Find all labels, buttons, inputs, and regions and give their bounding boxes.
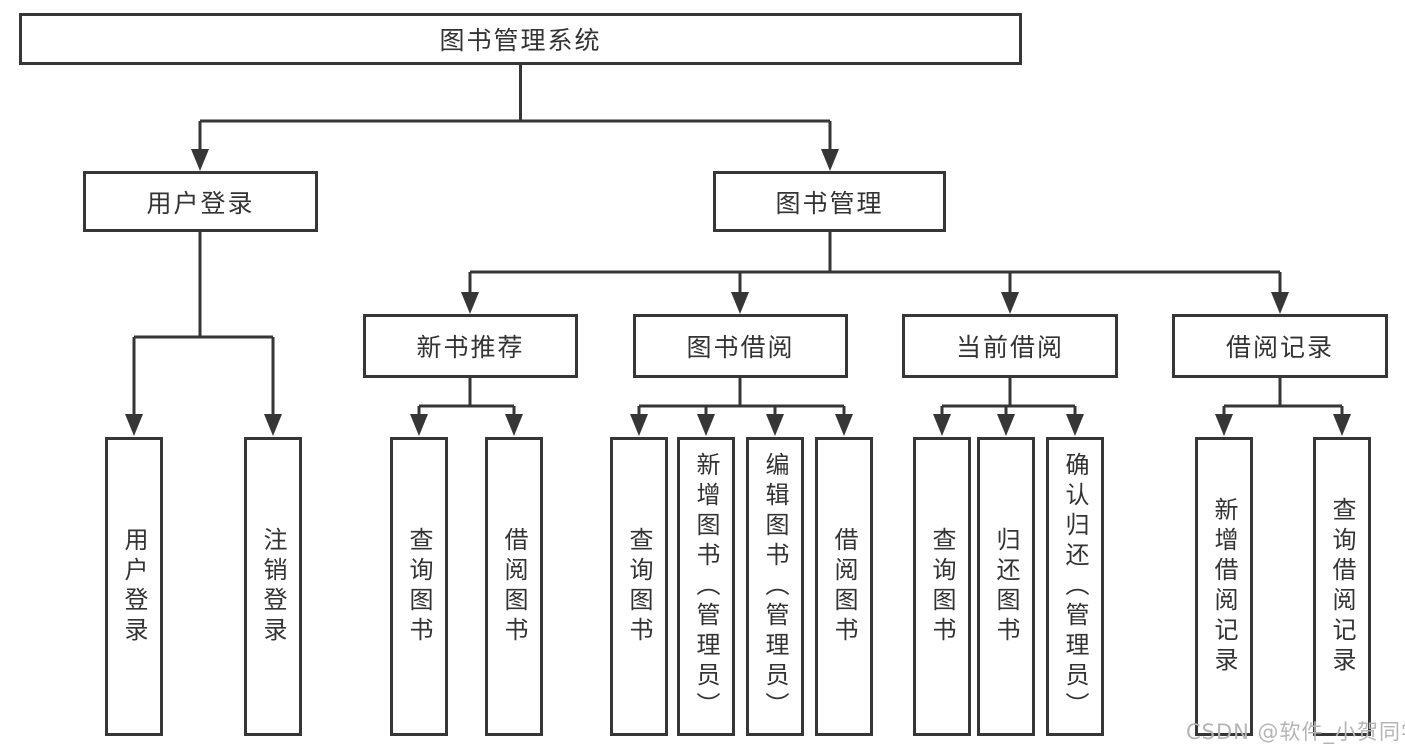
watermark: CSDN @软件_小贺同学 <box>1186 720 1405 744</box>
leaf-add-book-admin: 新增图书（管理员） <box>677 437 735 736</box>
node-new-book-recommend-label: 新书推荐 <box>416 333 525 362</box>
node-new-book-recommend: 新书推荐 <box>363 314 578 378</box>
leaf-query-books-current-label: 查询图书 <box>928 526 956 647</box>
leaf-edit-book-admin-label: 编辑图书（管理员） <box>761 451 789 722</box>
leaf-user-login-label: 用户登录 <box>120 526 148 647</box>
node-book-borrow: 图书借阅 <box>633 314 848 378</box>
leaf-edit-book-admin: 编辑图书（管理员） <box>746 437 804 736</box>
node-root: 图书管理系统 <box>19 13 1022 65</box>
leaf-return-books-label: 归还图书 <box>992 526 1020 647</box>
node-book-management-label: 图书管理 <box>775 188 884 218</box>
leaf-borrow-books: 借阅图书 <box>815 437 873 736</box>
leaf-query-books-recommend: 查询图书 <box>390 437 448 736</box>
leaf-add-borrow-record-label: 新增借阅记录 <box>1210 496 1238 677</box>
leaf-query-books-current: 查询图书 <box>913 437 971 736</box>
leaf-add-book-admin-label: 新增图书（管理员） <box>692 451 720 722</box>
node-current-borrow: 当前借阅 <box>902 314 1118 378</box>
leaf-logout-label: 注销登录 <box>259 526 287 647</box>
leaf-query-books-recommend-label: 查询图书 <box>405 526 433 647</box>
leaf-borrow-books-recommend: 借阅图书 <box>485 437 543 736</box>
node-book-borrow-label: 图书借阅 <box>686 333 795 362</box>
leaf-logout: 注销登录 <box>244 437 302 736</box>
leaf-user-login: 用户登录 <box>105 437 163 736</box>
node-user-login-label: 用户登录 <box>146 188 255 218</box>
leaf-return-books: 归还图书 <box>977 437 1035 736</box>
node-borrow-records: 借阅记录 <box>1172 314 1388 378</box>
node-book-management: 图书管理 <box>713 171 946 232</box>
leaf-query-books-borrow-label: 查询图书 <box>625 526 653 647</box>
node-borrow-records-label: 借阅记录 <box>1225 333 1334 362</box>
leaf-borrow-books-recommend-label: 借阅图书 <box>500 526 528 647</box>
leaf-add-borrow-record: 新增借阅记录 <box>1195 437 1253 736</box>
leaf-query-books-borrow: 查询图书 <box>610 437 668 736</box>
node-root-label: 图书管理系统 <box>439 26 602 55</box>
node-user-login: 用户登录 <box>83 171 318 232</box>
leaf-query-borrow-record: 查询借阅记录 <box>1313 437 1371 736</box>
leaf-confirm-return-admin-label: 确认归还（管理员） <box>1061 451 1089 722</box>
node-current-borrow-label: 当前借阅 <box>955 333 1064 362</box>
leaf-borrow-books-label: 借阅图书 <box>830 526 858 647</box>
leaf-query-borrow-record-label: 查询借阅记录 <box>1328 496 1356 677</box>
leaf-confirm-return-admin: 确认归还（管理员） <box>1046 437 1104 736</box>
